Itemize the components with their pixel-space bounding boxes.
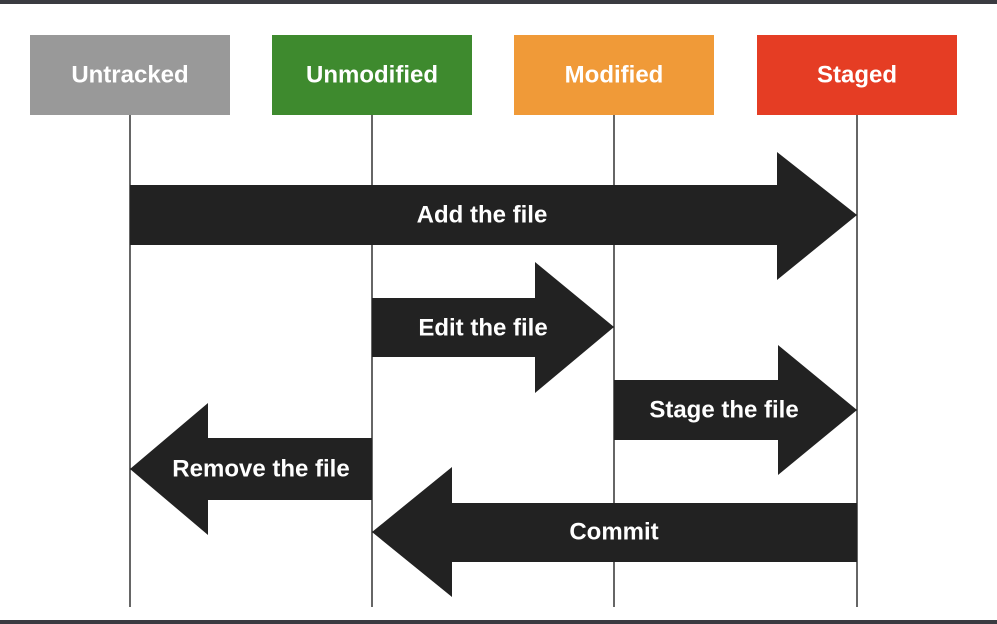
edit-the-file-label: Edit the file: [418, 315, 547, 342]
transition-remove-the-file: Remove the file: [130, 403, 372, 535]
state-modified: Modified: [514, 35, 714, 115]
commit-label: Commit: [569, 519, 658, 546]
remove-the-file-label: Remove the file: [172, 456, 349, 483]
edit-the-file-arrow: [372, 262, 614, 393]
state-staged: Staged: [757, 35, 957, 115]
remove-the-file-arrow: [130, 403, 372, 535]
transition-commit: Commit: [372, 467, 857, 597]
state-staged-box: [757, 35, 957, 115]
top-frame-bar: [0, 0, 997, 4]
bottom-frame-bar: [0, 620, 997, 624]
state-unmodified: Unmodified: [272, 35, 472, 115]
transition-edit-the-file: Edit the file: [372, 262, 614, 393]
state-unmodified-label: Unmodified: [306, 62, 438, 89]
commit-arrow: [372, 467, 857, 597]
add-the-file-label: Add the file: [417, 202, 548, 229]
state-untracked-box: [30, 35, 230, 115]
state-untracked-label: Untracked: [71, 62, 188, 89]
transition-stage-the-file: Stage the file: [614, 345, 857, 475]
state-modified-box: [514, 35, 714, 115]
add-the-file-arrow: [130, 152, 857, 280]
stage-the-file-arrow: [614, 345, 857, 475]
transition-add-the-file: Add the file: [130, 152, 857, 280]
state-unmodified-box: [272, 35, 472, 115]
state-modified-label: Modified: [565, 62, 664, 89]
state-staged-label: Staged: [817, 62, 897, 89]
stage-the-file-label: Stage the file: [649, 397, 798, 424]
state-untracked: Untracked: [30, 35, 230, 115]
